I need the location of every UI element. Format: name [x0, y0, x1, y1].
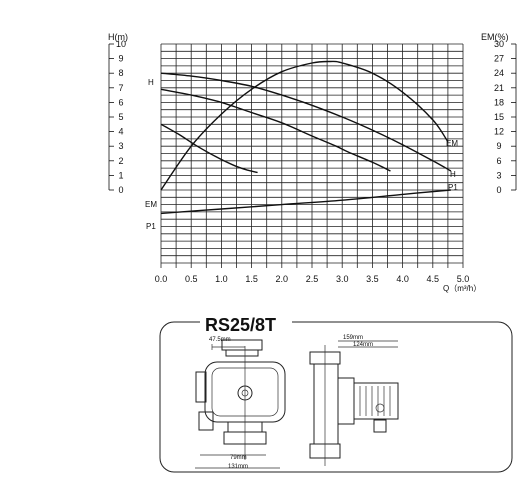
- dim-159mm: 159mm: [343, 335, 363, 341]
- y-right-tick-label: 27: [494, 54, 504, 64]
- x-axis-label: Q（m³/h）: [443, 284, 481, 293]
- y-left-tick-label: 1: [118, 170, 123, 180]
- y-left-tick-label: 3: [118, 141, 123, 151]
- y-right-tick-label: 0: [496, 185, 501, 195]
- y-right-tick-label: 6: [496, 156, 501, 166]
- y-right-tick-label: 30: [494, 39, 504, 49]
- y-axis-right-ticks: 0 3 6 9 12 15 18 21 24 27 30: [494, 39, 517, 195]
- curve-label-h-left: H: [148, 78, 154, 87]
- x-tick-label: 5.0: [457, 274, 470, 284]
- curve-label-p1-right: P1: [448, 183, 458, 192]
- x-tick-label: 0.0: [155, 274, 168, 284]
- x-axis-ticks: 0.0 0.5 1.0 1.5 2.0 2.5 3.0 3.5 4.0 4.5 5.0: [155, 274, 470, 284]
- dim-47-5mm: 47.5mm: [209, 337, 231, 343]
- x-tick-label: 3.0: [336, 274, 349, 284]
- y-axis-left-label: H(m): [108, 32, 128, 42]
- pump-side-view: [309, 340, 399, 466]
- pump-front-view: [195, 339, 286, 469]
- curve-label-h-right: H: [450, 170, 456, 179]
- title-gap: [200, 312, 292, 334]
- y-right-tick-label: 3: [496, 170, 501, 180]
- series-p1-line: [160, 189, 451, 215]
- y-left-tick-label: 2: [118, 156, 123, 166]
- x-tick-label: 2.0: [276, 274, 289, 284]
- dim-131mm: 131mm: [228, 464, 248, 470]
- curve-label-em-right: EM: [446, 139, 458, 148]
- y-left-tick-label: 10: [116, 39, 126, 49]
- x-tick-label: 2.5: [306, 274, 319, 284]
- series-h-line: [160, 72, 452, 172]
- curve-label-p1-left: P1: [146, 222, 156, 231]
- y-left-tick-label: 4: [118, 127, 123, 137]
- x-tick-label: 3.5: [366, 274, 379, 284]
- pump-drawing: RS25/8T 47.5mm 79mm 131mm: [159, 312, 513, 473]
- model-title: RS25/8T: [205, 315, 276, 335]
- x-tick-label: 1.5: [245, 274, 258, 284]
- y-left-tick-label: 7: [118, 83, 123, 93]
- x-tick-label: 0.5: [185, 274, 198, 284]
- y-left-tick-label: 5: [118, 112, 123, 122]
- series-h-curve-1-line: [160, 88, 391, 172]
- y-right-tick-label: 15: [494, 112, 504, 122]
- y-right-tick-label: 21: [494, 83, 504, 93]
- series-h-curve-2-line: [160, 123, 258, 174]
- y-axis-right-label: EM(%): [481, 32, 509, 42]
- x-tick-label: 4.5: [427, 274, 440, 284]
- y-right-tick-label: 9: [496, 141, 501, 151]
- y-right-tick-label: 12: [494, 127, 504, 137]
- y-left-tick-label: 0: [118, 185, 123, 195]
- y-right-tick-label: 24: [494, 68, 504, 78]
- y-left-tick-label: 6: [118, 97, 123, 107]
- series-em-line: [160, 60, 449, 191]
- dim-79mm: 79mm: [230, 455, 247, 461]
- curve-label-em-left: EM: [145, 200, 157, 209]
- y-left-tick-label: 9: [118, 54, 123, 64]
- drawing-frame: [159, 321, 513, 473]
- y-axis-left-ticks: 0 1 2 3 4 5 6 7 8 9 10: [108, 39, 126, 195]
- chart-series: [160, 60, 452, 215]
- x-tick-label: 1.0: [215, 274, 228, 284]
- y-left-tick-label: 8: [118, 68, 123, 78]
- chart-grid: [160, 43, 464, 268]
- x-tick-label: 4.0: [396, 274, 409, 284]
- dim-124mm: 124mm: [353, 342, 373, 348]
- y-right-tick-label: 18: [494, 97, 504, 107]
